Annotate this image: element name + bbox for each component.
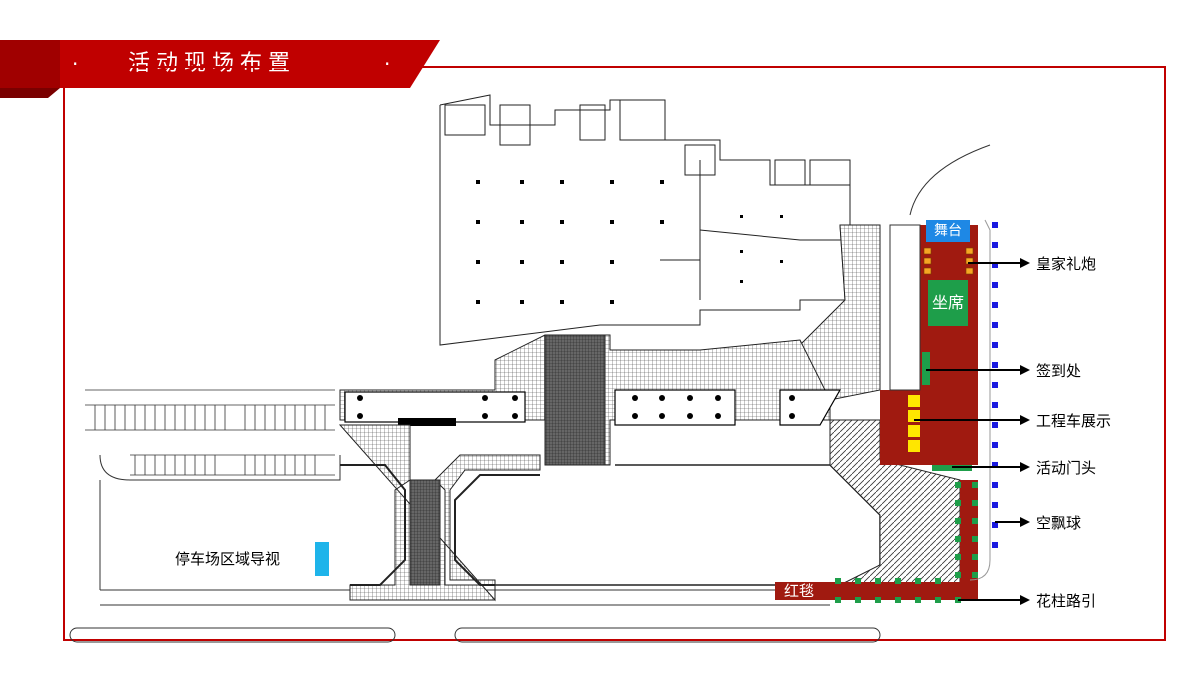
signin-desk [922, 352, 930, 385]
plan-frame [63, 66, 1166, 641]
red-carpet [775, 480, 978, 600]
planter-dots [357, 395, 795, 419]
callout-signin: 签到处 [1036, 362, 1082, 380]
entrance-funnel [338, 424, 881, 602]
stage-zone [926, 220, 970, 242]
road-curb [969, 219, 991, 581]
callout-vehicle-display: 工程车展示 [1036, 412, 1112, 430]
seating-label: 坐席 [931, 293, 964, 312]
page-title: 活动现场布置 [128, 51, 297, 76]
balloon-posts [992, 222, 998, 548]
central-walkway [544, 334, 606, 466]
header-dot-right: · [384, 52, 391, 76]
grille [398, 418, 456, 426]
carpet-label: 红毯 [783, 582, 814, 600]
callout-royal-cannon: 皇家礼炮 [1036, 255, 1097, 273]
building-outline [439, 94, 851, 346]
header-dot-left: · [72, 52, 79, 76]
planters [344, 389, 842, 426]
parking-stalls [85, 389, 335, 476]
building-columns [476, 180, 783, 304]
seating-zone [928, 280, 968, 326]
building-strip [889, 224, 921, 391]
header-ribbon [0, 40, 440, 98]
callout-balloon: 空飘球 [1036, 514, 1082, 532]
callout-event-gate: 活动门头 [1036, 459, 1097, 477]
parking-guide-label: 停车场区域导视 [175, 550, 281, 568]
callout-flower-pillar: 花柱路引 [1036, 592, 1097, 610]
stage-label: 舞台 [934, 223, 962, 239]
vehicle-display [908, 395, 920, 452]
parking-guide-sign [315, 542, 329, 576]
callout-arrows [914, 258, 1030, 605]
royal-cannons [923, 247, 974, 275]
